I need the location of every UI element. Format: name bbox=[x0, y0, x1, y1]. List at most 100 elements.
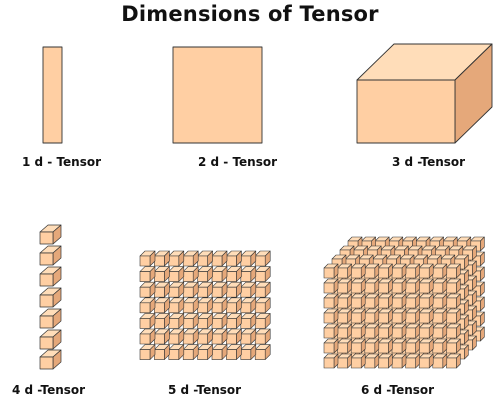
tensor-3d-shape bbox=[356, 43, 493, 144]
grid-cube bbox=[254, 250, 271, 267]
grid-cube bbox=[154, 250, 170, 267]
block-cube bbox=[418, 308, 434, 324]
grid-cube bbox=[211, 266, 228, 282]
block-cube bbox=[350, 293, 366, 309]
grid-cube bbox=[154, 328, 170, 345]
grid-cube bbox=[197, 344, 213, 360]
block-cube bbox=[446, 278, 461, 294]
block-cube bbox=[323, 278, 339, 294]
block-cube bbox=[391, 278, 407, 294]
grid-cube bbox=[254, 328, 271, 345]
block-cube bbox=[337, 293, 352, 309]
grid-cube bbox=[211, 250, 228, 267]
grid-cube bbox=[182, 266, 199, 282]
grid-cube bbox=[240, 250, 257, 267]
matrix-square bbox=[172, 46, 263, 144]
grid-cube bbox=[182, 328, 199, 345]
cube-3d bbox=[356, 43, 493, 144]
stacked-cube bbox=[39, 266, 62, 287]
grid-cube bbox=[139, 281, 156, 298]
block-cube bbox=[378, 308, 393, 324]
block-cube bbox=[432, 293, 448, 309]
block-cube bbox=[405, 263, 420, 279]
grid-cube bbox=[240, 266, 257, 282]
stacked-cube bbox=[39, 308, 62, 329]
block-cube bbox=[323, 308, 339, 324]
grid-cube bbox=[240, 281, 257, 298]
grid-cube bbox=[254, 297, 271, 314]
block-cube bbox=[350, 278, 366, 294]
block-cube bbox=[391, 308, 407, 324]
block-cube bbox=[405, 338, 420, 354]
block-cube bbox=[418, 293, 434, 309]
grid-cube bbox=[139, 328, 156, 345]
block-cube bbox=[418, 323, 434, 339]
block-cube bbox=[323, 323, 339, 339]
grid-cube bbox=[168, 250, 185, 267]
grid-cube bbox=[240, 297, 257, 314]
grid-cube bbox=[197, 313, 213, 329]
block-cube bbox=[432, 278, 448, 294]
tensor-4d-shape bbox=[39, 224, 62, 370]
grid-cube bbox=[139, 250, 156, 267]
tensor-5d-shape bbox=[139, 250, 271, 360]
grid-cube bbox=[211, 344, 228, 360]
tensor-2d-shape bbox=[172, 46, 263, 144]
grid-cube bbox=[226, 328, 242, 345]
block-cube bbox=[364, 278, 380, 294]
grid-cube bbox=[254, 281, 271, 298]
block-cube bbox=[323, 293, 339, 309]
block-cube bbox=[391, 293, 407, 309]
block-cube bbox=[337, 353, 352, 369]
block-cube bbox=[418, 263, 434, 279]
block-cube bbox=[446, 263, 461, 279]
tensor-6d-shape bbox=[323, 236, 485, 369]
block-cube bbox=[378, 338, 393, 354]
grid-cube bbox=[139, 266, 156, 282]
grid-cube bbox=[240, 313, 257, 329]
grid-cube bbox=[197, 266, 213, 282]
grid-cube bbox=[197, 281, 213, 298]
grid-cube bbox=[154, 344, 170, 360]
grid-cube bbox=[254, 266, 271, 282]
block-cube bbox=[350, 308, 366, 324]
grid-cube bbox=[226, 266, 242, 282]
grid-cube bbox=[168, 266, 185, 282]
grid-cube bbox=[168, 297, 185, 314]
grid-cube bbox=[226, 313, 242, 329]
grid-cube bbox=[211, 328, 228, 345]
block-cube bbox=[378, 263, 393, 279]
block-cube bbox=[364, 263, 380, 279]
grid-cube bbox=[139, 297, 156, 314]
block-cube bbox=[391, 353, 407, 369]
grid-cube bbox=[211, 313, 228, 329]
label-1d-tensor: 1 d - Tensor bbox=[22, 155, 102, 169]
grid-cube bbox=[182, 281, 199, 298]
block-cube bbox=[405, 293, 420, 309]
grid-cube bbox=[168, 281, 185, 298]
block-cube bbox=[364, 323, 380, 339]
grid-cube bbox=[154, 313, 170, 329]
grid-cube bbox=[226, 250, 242, 267]
block-cube bbox=[337, 308, 352, 324]
block-cube bbox=[446, 308, 461, 324]
grid-cube bbox=[182, 313, 199, 329]
grid-cube bbox=[182, 344, 199, 360]
label-6d-tensor: 6 d -Tensor bbox=[361, 383, 435, 397]
grid-cube bbox=[168, 313, 185, 329]
block-cube bbox=[446, 338, 461, 354]
grid-cube bbox=[139, 344, 156, 360]
block-cube bbox=[323, 338, 339, 354]
block-cube bbox=[350, 263, 366, 279]
block-cube bbox=[418, 353, 434, 369]
stacked-cube bbox=[39, 349, 62, 370]
block-cube bbox=[432, 323, 448, 339]
label-4d-tensor: 4 d -Tensor bbox=[12, 383, 86, 397]
stacked-cube bbox=[39, 329, 62, 350]
block-cube bbox=[432, 338, 448, 354]
grid-cube bbox=[197, 328, 213, 345]
block-cube bbox=[432, 353, 448, 369]
grid-cube bbox=[254, 313, 271, 329]
grid-cube bbox=[154, 266, 170, 282]
